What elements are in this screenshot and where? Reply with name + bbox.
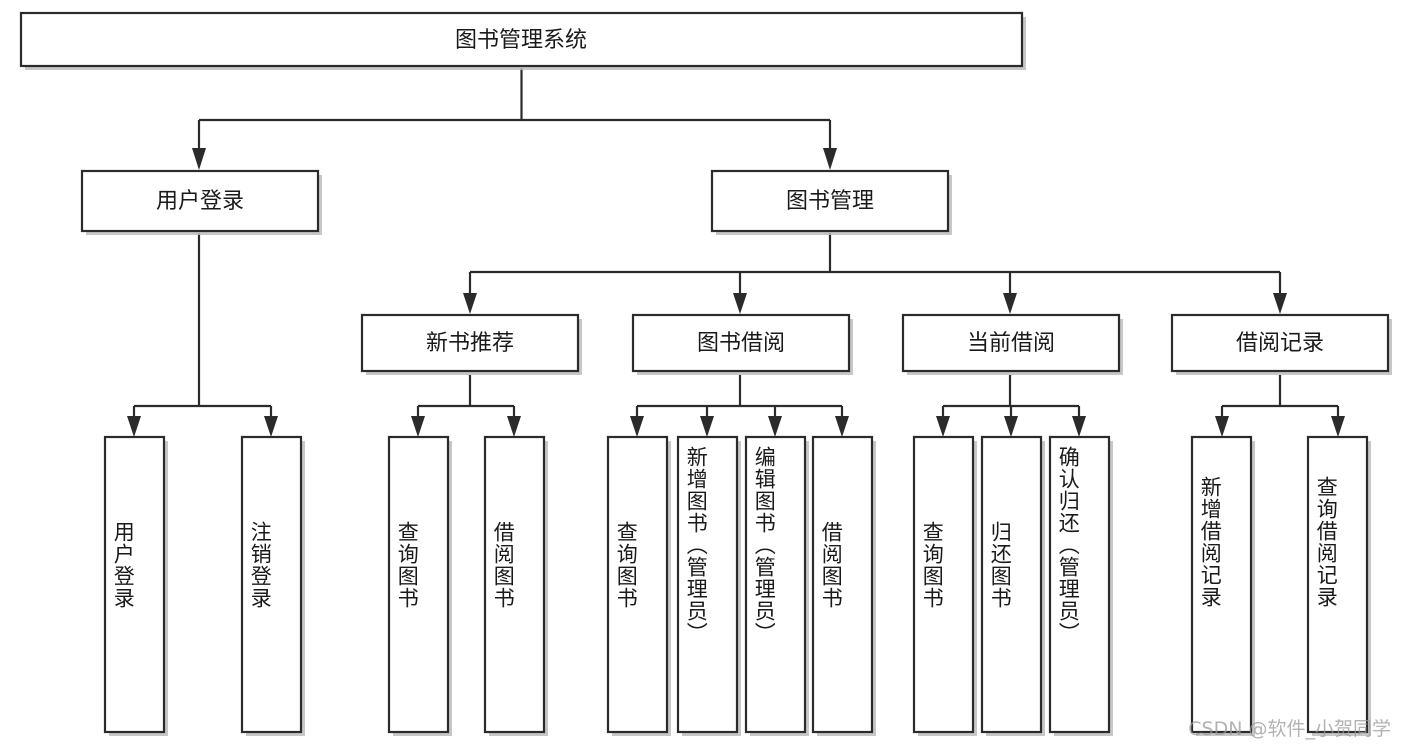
node-book-manage-label: 图书管理 [786,189,874,214]
arrow-head-leaf-query-book-1 [411,416,425,437]
arrow-head-book-borrow [733,293,747,314]
leaf-user-login-1[interactable] [240,435,305,736]
leaf-box[interactable] [1306,435,1369,734]
leaf-book-borrow-3[interactable] [811,435,876,736]
arrow-head-leaf-user-login [127,416,141,437]
node-new-book-rec[interactable] [360,313,582,375]
node-new-book-rec-box[interactable] [360,313,580,373]
node-root-label: 图书管理系统 [455,28,587,53]
leaf-box[interactable] [240,435,303,734]
leaf-current-borrow-0[interactable] [912,435,977,736]
node-root-box[interactable] [19,11,1024,68]
csdn-watermark: CSDN @软件_小贺同学 [1188,718,1391,740]
arrow-head-current-borrow [1003,293,1017,314]
arrow-head-leaf-query-book-2 [630,416,644,437]
leaf-box[interactable] [1048,435,1111,734]
arrow-head-leaf-confirm-return [1072,416,1086,437]
leaf-borrow-record-1[interactable] [1306,435,1371,736]
leaf-new-book-rec-0[interactable] [387,435,452,736]
arrow-head-user-login [192,148,206,170]
arrow-head-leaf-return-book [1004,416,1018,437]
arrow-head-book-manage [823,148,837,170]
leaf-box[interactable] [387,435,450,734]
leaf-current-borrow-2[interactable] [1048,435,1113,736]
node-book-borrow[interactable] [631,313,853,375]
arrow-head-leaf-logout [264,416,278,437]
connector-group-user-login-leaves [127,233,278,437]
node-book-borrow-label: 图书借阅 [697,331,785,356]
arrow-head-leaf-add-book [700,416,714,437]
node-borrow-record-box[interactable] [1170,313,1390,373]
leaf-box[interactable] [912,435,975,734]
arrow-head-leaf-query-book-3 [936,416,950,437]
node-current-borrow-label: 当前借阅 [967,331,1055,356]
connector-group-book-manage [463,233,1287,314]
node-book-manage[interactable] [710,169,952,235]
node-borrow-record-label: 借阅记录 [1236,331,1324,356]
arrow-head-leaf-query-record [1331,416,1345,437]
leaf-borrow-record-0[interactable] [1190,435,1255,736]
leaf-box[interactable] [103,435,166,734]
leaf-box[interactable] [1190,435,1253,734]
leaf-book-borrow-2[interactable] [744,435,809,736]
node-new-book-rec-label: 新书推荐 [426,331,514,356]
connector-group-book-borrow-leaves [630,375,849,437]
connector-group-borrow-record-leaves [1215,375,1345,437]
leaf-box[interactable] [744,435,807,734]
leaf-box[interactable] [676,435,739,734]
connector-group-new-book-leaves [411,375,521,437]
arrow-head-leaf-edit-book [768,416,782,437]
arrow-head-borrow-record [1273,293,1287,314]
node-book-manage-box[interactable] [710,169,950,233]
node-borrow-record[interactable] [1170,313,1392,375]
leaf-box[interactable] [980,435,1043,734]
arrow-head-leaf-borrow-book-2 [835,416,849,437]
node-book-borrow-box[interactable] [631,313,851,373]
node-user-login-label: 用户登录 [156,189,244,214]
leaf-book-borrow-1[interactable] [676,435,741,736]
connector-group-root [192,68,837,170]
node-root[interactable] [19,11,1026,70]
arrow-head-leaf-add-record [1215,416,1229,437]
node-current-borrow-box[interactable] [901,313,1121,373]
leaf-box[interactable] [606,435,669,734]
arrow-head-new-book-rec [463,293,477,314]
arrow-head-leaf-borrow-book-1 [507,416,521,437]
leaf-book-borrow-0[interactable] [606,435,671,736]
node-user-login[interactable] [80,169,322,235]
node-current-borrow[interactable] [901,313,1123,375]
leaf-box[interactable] [811,435,874,734]
leaf-box[interactable] [483,435,546,734]
leaf-new-book-rec-1[interactable] [483,435,548,736]
node-user-login-box[interactable] [80,169,320,233]
leaf-user-login-0[interactable] [103,435,168,736]
connector-group-current-borrow-leaves [936,375,1086,437]
leaf-current-borrow-1[interactable] [980,435,1045,736]
